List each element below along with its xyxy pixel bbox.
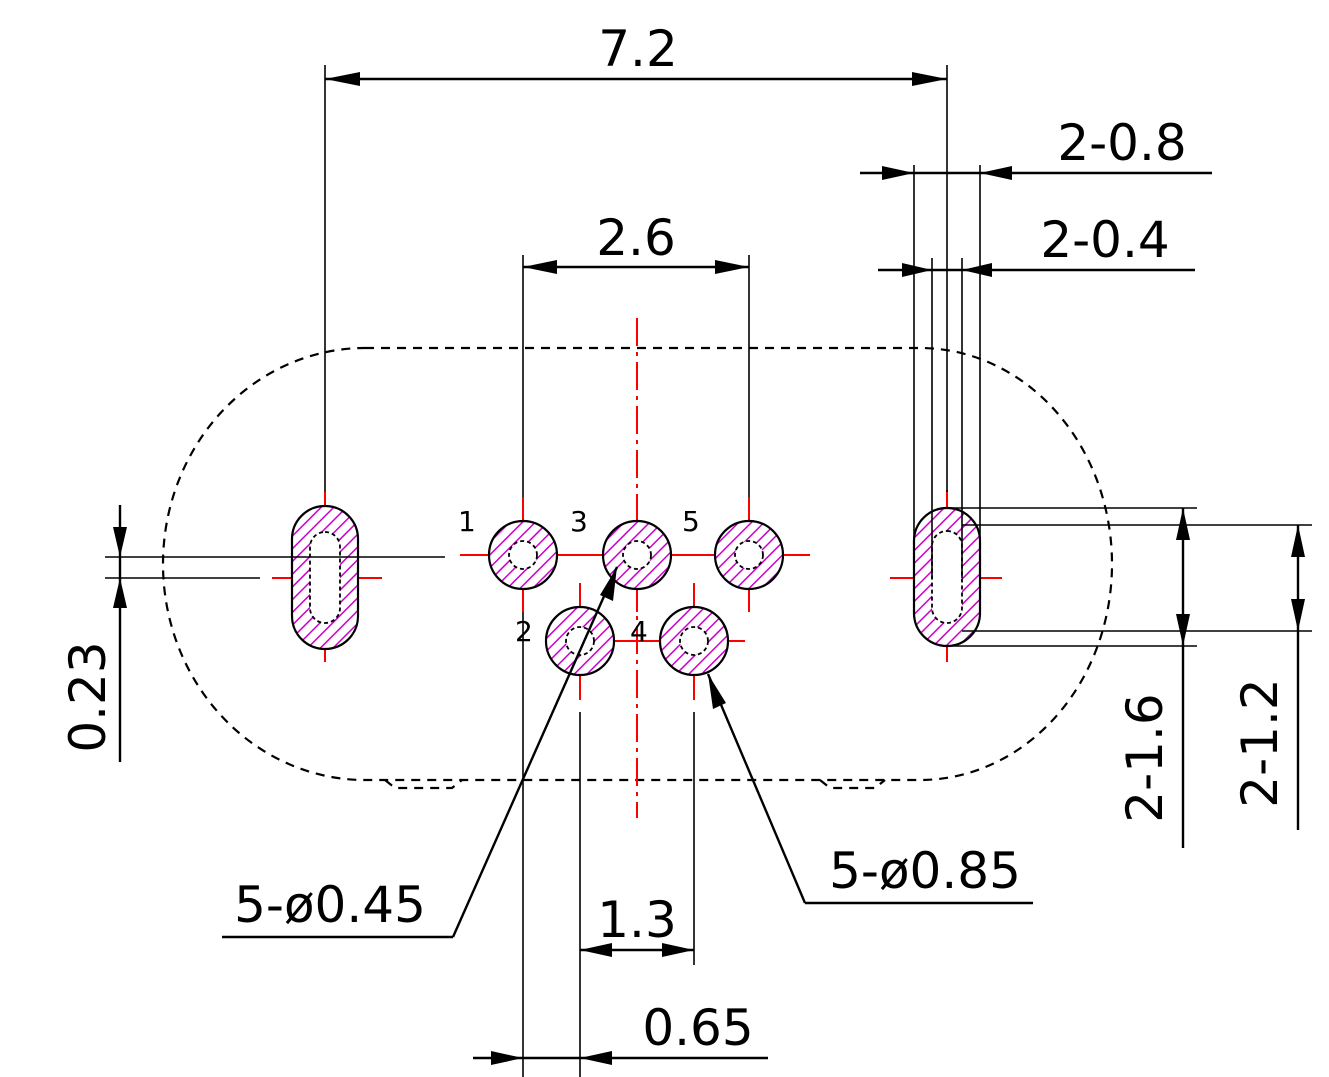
dimension-label-0-65: 0.65: [642, 999, 753, 1057]
dimension-2-1-2: 2-1.2: [962, 524, 1312, 830]
pin-label-3: 3: [570, 505, 588, 538]
dimension-0-65: 0.65: [473, 612, 768, 1077]
dimension-2-0-4: 2-0.4: [878, 211, 1195, 578]
pin-pad-4: [658, 605, 730, 677]
leader-5-phi-0-45: 5-ø0.45: [222, 566, 619, 939]
package-outline: [161, 346, 1114, 790]
dimension-label-2-1-6: 2-1.6: [1116, 693, 1174, 822]
pin-label-2: 2: [515, 615, 533, 648]
dimension-2-6: 2.6: [522, 209, 750, 497]
dimension-label-2-0-8: 2-0.8: [1057, 114, 1186, 172]
pin-pad-3: [601, 519, 673, 591]
dimension-label-7-2: 7.2: [598, 20, 678, 78]
dimension-label-0-23: 0.23: [59, 641, 117, 752]
pin-pad-2: [544, 605, 616, 677]
right-slot-pad: [912, 506, 982, 648]
pin-pad-1: [487, 519, 559, 591]
left-slot-pad: [290, 504, 360, 651]
dimension-1-3: 1.3: [579, 712, 695, 1077]
dimension-label-2-6: 2.6: [596, 209, 676, 267]
dimension-label-1-3: 1.3: [597, 891, 677, 949]
dimension-2-0-8: 2-0.8: [860, 114, 1212, 578]
dimension-0-23: 0.23: [59, 505, 445, 762]
leader-5-phi-0-85: 5-ø0.85: [706, 673, 1033, 905]
dimension-label-5-phi-0-85: 5-ø0.85: [829, 842, 1021, 900]
pin-label-4: 4: [630, 615, 648, 648]
dimension-2-1-6: 2-1.6: [947, 507, 1197, 848]
dimension-label-2-1-2: 2-1.2: [1231, 678, 1289, 807]
pin-label-5: 5: [682, 505, 700, 538]
dimension-label-5-phi-0-45: 5-ø0.45: [234, 876, 426, 934]
pin-pad-5: [713, 519, 785, 591]
dimension-7-2: 7.2: [324, 20, 948, 492]
pin-label-1: 1: [458, 505, 476, 538]
dimension-label-2-0-4: 2-0.4: [1040, 211, 1169, 269]
